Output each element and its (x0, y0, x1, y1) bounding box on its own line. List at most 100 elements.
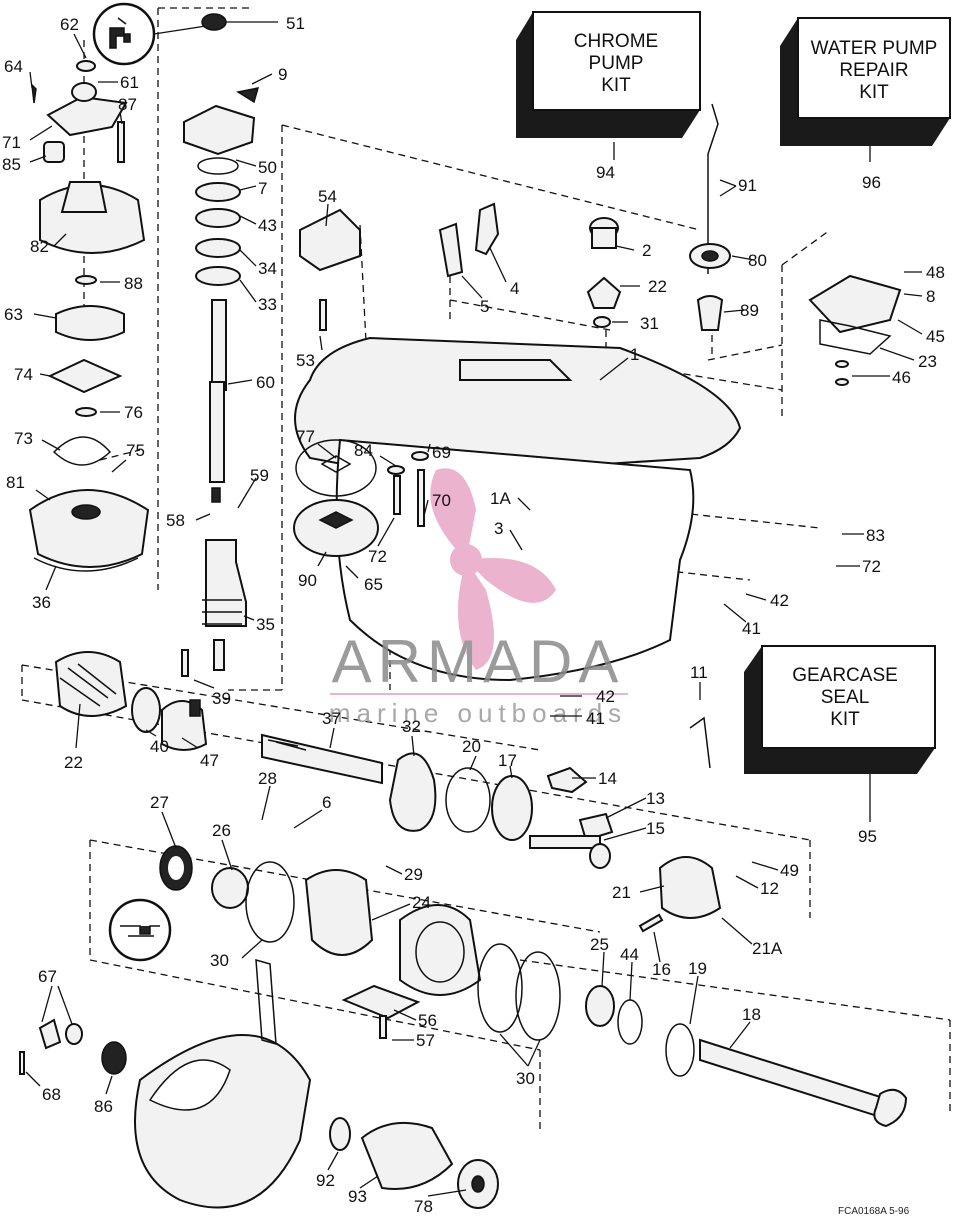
cover-plates (293, 439, 429, 557)
callout-numbers: 62 51 64 61 9 87 71 50 85 7 43 82 34 88 … (2, 14, 945, 1216)
callout-82: 82 (30, 237, 49, 256)
callout-7: 7 (258, 179, 267, 198)
callout-72-right: 72 (862, 557, 881, 576)
callout-62: 62 (60, 15, 79, 34)
callout-12: 12 (760, 879, 779, 898)
bearing-housing-group (108, 845, 908, 1128)
callout-39: 39 (212, 689, 231, 708)
water-pump-kit-line2: REPAIR (839, 60, 908, 81)
callout-35: 35 (256, 615, 275, 634)
gearcase-seal-kit-line1: GEARCASE (792, 665, 898, 686)
callout-47: 47 (200, 751, 219, 770)
callout-33: 33 (258, 295, 277, 314)
callout-25: 25 (590, 935, 609, 954)
callout-96: 96 (862, 173, 881, 192)
callout-91: 91 (738, 176, 757, 195)
callout-18: 18 (742, 1005, 761, 1024)
watermark-word: ARMADA (332, 628, 625, 695)
callout-6: 6 (322, 793, 331, 812)
callout-50: 50 (258, 158, 277, 177)
callout-76: 76 (124, 403, 143, 422)
callout-1A: 1A (490, 489, 511, 508)
callout-31: 31 (640, 314, 659, 333)
callout-21: 21 (612, 883, 631, 902)
watermark-sub: marine outboards (329, 698, 627, 728)
callout-3: 3 (494, 519, 503, 538)
callout-78: 78 (414, 1197, 433, 1216)
callout-73: 73 (14, 429, 33, 448)
callout-41-bottom: 41 (586, 709, 605, 728)
callout-16: 16 (652, 960, 671, 979)
callout-71: 71 (2, 133, 21, 152)
callout-70: 70 (432, 491, 451, 510)
callout-9: 9 (278, 65, 287, 84)
callout-44: 44 (620, 945, 639, 964)
callout-67: 67 (38, 967, 57, 986)
callout-90: 90 (298, 571, 317, 590)
callout-13: 13 (646, 789, 665, 808)
callout-26: 26 (212, 821, 231, 840)
chrome-pump-kit-line1: CHROME (574, 31, 658, 52)
callout-15: 15 (646, 819, 665, 838)
callout-54: 54 (318, 187, 337, 206)
callout-30-left: 30 (210, 951, 229, 970)
callout-69: 69 (432, 443, 451, 462)
gearcase-seal-kit-box: GEARCASE SEAL KIT (744, 645, 936, 774)
callout-87: 87 (118, 95, 137, 114)
gearcase-seal-kit-line2: SEAL (821, 687, 870, 708)
callout-92: 92 (316, 1171, 335, 1190)
callout-8: 8 (926, 287, 935, 306)
callout-74: 74 (14, 365, 33, 384)
callout-28: 28 (258, 769, 277, 788)
callout-21A: 21A (752, 939, 783, 958)
callout-40: 40 (150, 737, 169, 756)
callout-22-top: 22 (648, 277, 667, 296)
callout-36: 36 (32, 593, 51, 612)
callout-57: 57 (416, 1031, 435, 1050)
callout-2: 2 (642, 241, 651, 260)
callout-51: 51 (286, 14, 305, 33)
chrome-pump-kit-line2: PUMP (589, 53, 644, 74)
drawing-code: FCA0168A 5-96 (838, 1206, 910, 1217)
callout-29: 29 (404, 865, 423, 884)
callout-42-top: 42 (770, 591, 789, 610)
callout-48: 48 (926, 263, 945, 282)
callout-93: 93 (348, 1187, 367, 1206)
callout-88: 88 (124, 274, 143, 293)
callout-83: 83 (866, 526, 885, 545)
callout-56: 56 (418, 1011, 437, 1030)
gear-train (54, 651, 722, 933)
water-pump-kit-line1: WATER PUMP (811, 38, 938, 59)
water-pump-repair-kit-box: WATER PUMP REPAIR KIT (780, 17, 951, 146)
shift-rod-and-pump-base (689, 103, 902, 386)
callout-23: 23 (918, 352, 937, 371)
callout-45: 45 (926, 327, 945, 346)
leader-lines (25, 21, 923, 1197)
callout-75: 75 (126, 441, 145, 460)
callout-94: 94 (596, 163, 615, 182)
callout-30-bottom: 30 (516, 1069, 535, 1088)
water-pump-group (28, 2, 207, 572)
callout-72-mid: 72 (368, 547, 387, 566)
callout-32: 32 (402, 717, 421, 736)
gearcase-seal-kit-line3: KIT (830, 709, 860, 730)
callout-22-left: 22 (64, 753, 83, 772)
callout-24: 24 (412, 893, 431, 912)
callout-46: 46 (892, 368, 911, 387)
callout-5: 5 (480, 297, 489, 316)
callout-81: 81 (6, 473, 25, 492)
callout-19: 19 (688, 959, 707, 978)
callout-27: 27 (150, 793, 169, 812)
callout-14: 14 (598, 769, 617, 788)
callout-53: 53 (296, 351, 315, 370)
callout-49: 49 (780, 861, 799, 880)
callout-37: 37 (322, 709, 341, 728)
callout-1: 1 (630, 345, 639, 364)
callout-42-bottom: 42 (596, 687, 615, 706)
callout-41-top: 41 (742, 619, 761, 638)
chrome-pump-kit-box: CHROME PUMP KIT (516, 11, 701, 138)
callout-95: 95 (858, 827, 877, 846)
callout-11: 11 (690, 663, 708, 682)
driveshaft-group (181, 13, 260, 677)
